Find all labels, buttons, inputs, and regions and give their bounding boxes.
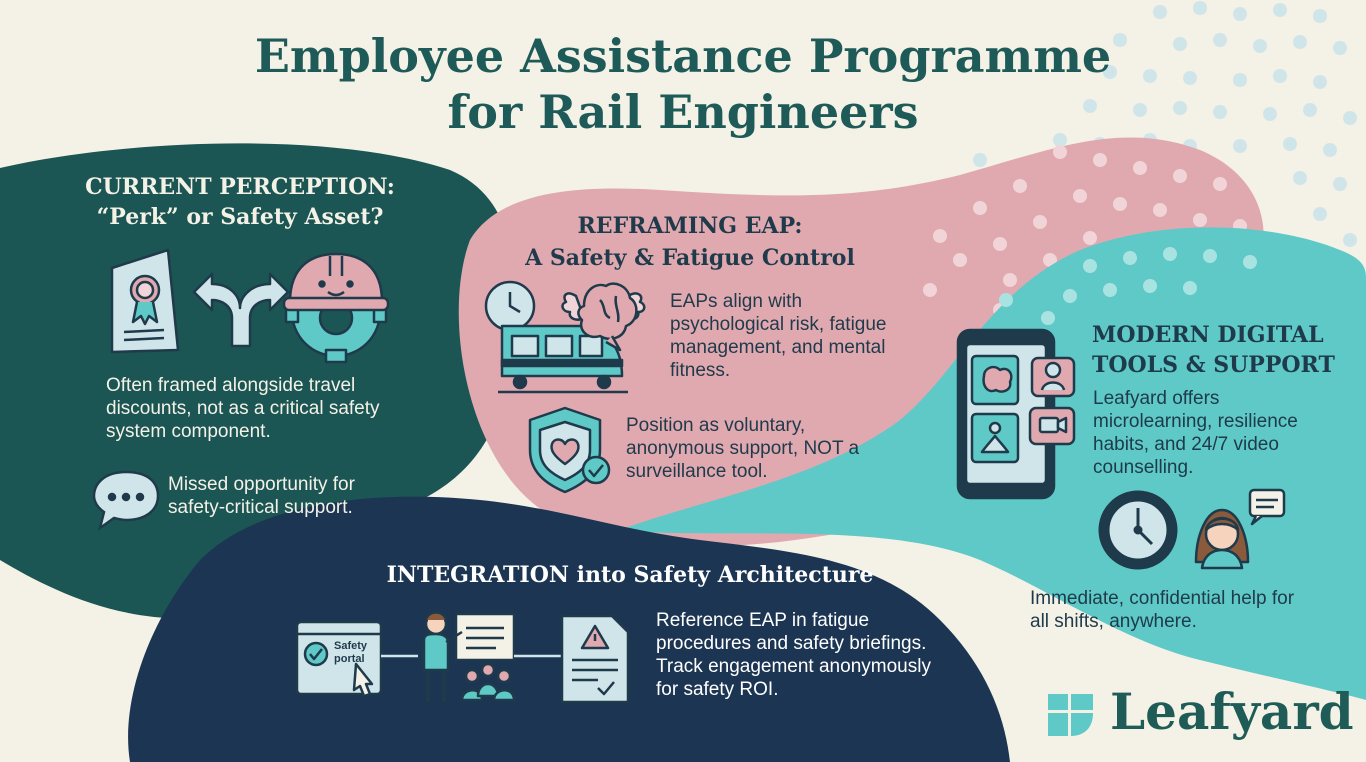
chat-bubble-icon bbox=[92, 470, 160, 531]
clock-icon bbox=[484, 280, 536, 332]
presenter-icon bbox=[422, 611, 516, 702]
integration-text: Reference EAP in fatigue procedures and … bbox=[656, 610, 931, 700]
digital-tools-heading-line-1: MODERN DIGITAL bbox=[1092, 322, 1324, 348]
safety-portal-icon bbox=[295, 620, 383, 698]
hardhat-gear-icon bbox=[282, 252, 390, 364]
digital-tools-text-1: Leafyard offers microlearning, resilienc… bbox=[1093, 388, 1298, 478]
safety-portal-label-line-2: portal bbox=[334, 653, 365, 665]
current-perception-heading: CURRENT PERCEPTION: “Perk” or Safety Ass… bbox=[40, 172, 440, 232]
wall-clock-icon bbox=[1098, 490, 1178, 570]
phone-app-icon bbox=[956, 328, 1076, 500]
teal-dot-pattern bbox=[999, 247, 1257, 325]
fork-arrow-icon bbox=[192, 272, 290, 348]
counsellor-icon bbox=[1194, 488, 1286, 570]
certificate-icon bbox=[110, 248, 180, 354]
reframing-heading-line-2: A Safety & Fatigue Control bbox=[525, 245, 855, 271]
leafyard-logo-icon bbox=[1048, 694, 1093, 736]
digital-tools-heading: MODERN DIGITAL TOOLS & SUPPORT bbox=[1092, 320, 1352, 380]
integration-heading: INTEGRATION into Safety Architecture bbox=[386, 562, 874, 588]
safety-portal-label-line-1: Safety bbox=[334, 640, 368, 652]
reframing-text-2: Position as voluntary, anonymous support… bbox=[626, 415, 860, 482]
warning-document-icon bbox=[560, 614, 630, 704]
digital-tools-heading-line-2: TOOLS & SUPPORT bbox=[1092, 352, 1335, 378]
current-perception-text-2: Missed opportunity for safety-critical s… bbox=[168, 474, 355, 518]
reframing-heading-line-1: REFRAMING EAP: bbox=[577, 213, 803, 239]
current-perception-text-1: Often framed alongside travel discounts,… bbox=[106, 375, 380, 442]
current-perception-heading-line-2: “Perk” or Safety Asset? bbox=[96, 204, 384, 230]
shield-heart-icon bbox=[528, 406, 611, 494]
reframing-text-1: EAPs align with psychological risk, fati… bbox=[670, 291, 887, 381]
train-icon bbox=[498, 324, 628, 394]
safety-portal-label: Safety portal bbox=[334, 640, 380, 666]
current-perception-heading-line-1: CURRENT PERCEPTION: bbox=[85, 174, 395, 200]
reframing-heading: REFRAMING EAP: A Safety & Fatigue Contro… bbox=[470, 210, 910, 274]
dot-pattern bbox=[973, 1, 1357, 247]
title-line-1: Employee Assistance Programme bbox=[254, 29, 1112, 83]
brand-logo-text: Leafyard bbox=[1110, 682, 1354, 741]
winged-brain-icon bbox=[561, 282, 646, 352]
digital-tools-text-2: Immediate, confidential help for all shi… bbox=[1030, 588, 1295, 632]
page-title: Employee Assistance Programme for Rail E… bbox=[0, 28, 1366, 140]
title-line-2: for Rail Engineers bbox=[447, 85, 919, 139]
